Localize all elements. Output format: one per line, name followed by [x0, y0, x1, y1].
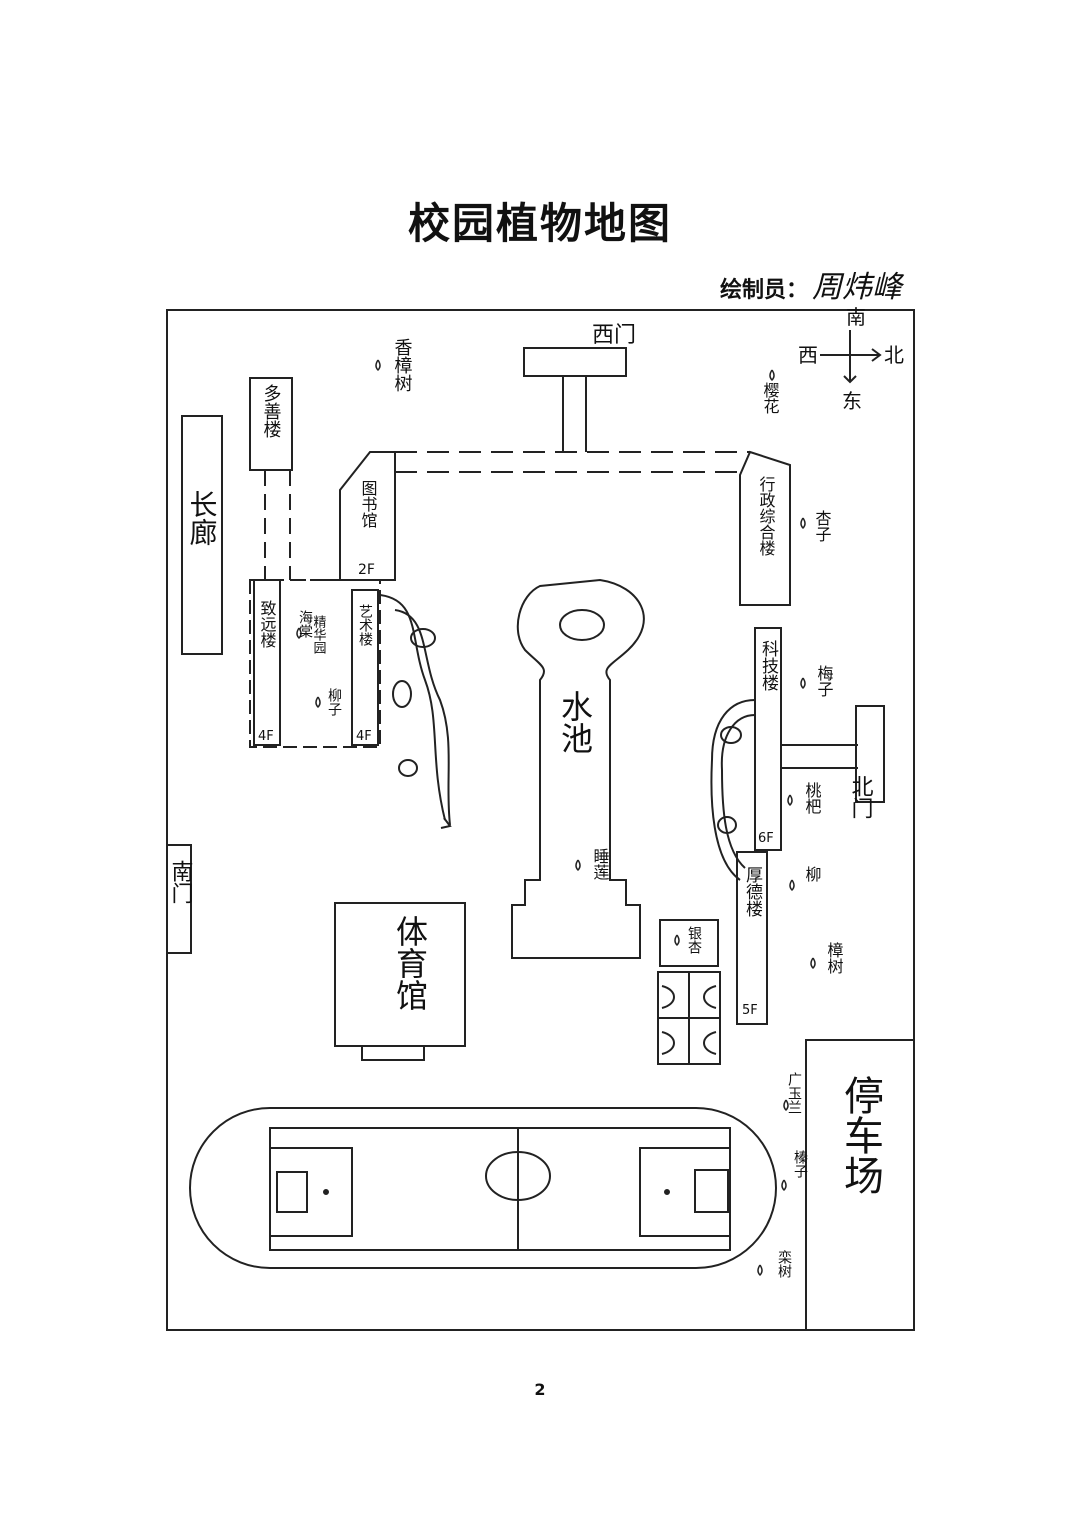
pond-outline — [511, 578, 645, 959]
west-gate-box — [523, 347, 627, 377]
corridor-dashed — [395, 451, 750, 473]
plant-label-yinxing: 银杏 — [686, 926, 702, 954]
yishu-label: 艺术楼 — [357, 604, 373, 646]
plant-label-zhangshu: 樟树 — [825, 942, 844, 975]
author-label: 绘制员： — [719, 278, 808, 303]
compass-north-label: 北 — [884, 343, 904, 367]
plant-label-shuilian: 睡莲 — [591, 848, 610, 881]
compass-east-label: 东 — [842, 389, 862, 413]
running-track — [189, 1107, 777, 1269]
plant-label-yinghua: 樱花 — [761, 382, 780, 414]
compass-south-label: 南 — [846, 305, 866, 329]
plant-label-taoba: 桃杷 — [803, 782, 822, 814]
library-floor-label: 2F — [358, 562, 375, 578]
yishu-building — [351, 589, 379, 746]
xingzheng-label: 行政综合楼 — [757, 476, 776, 556]
keji-building — [754, 627, 782, 851]
north-gate-box — [855, 705, 885, 803]
xingzheng-building — [739, 450, 791, 606]
houde-building — [736, 851, 768, 1025]
football-field — [269, 1127, 731, 1251]
library-building — [339, 451, 396, 581]
plant-label-tiezi: 榛子 — [792, 1149, 808, 1178]
duoshan-label: 多善楼 — [261, 384, 282, 438]
plant-label-haitang: 海棠 — [297, 610, 313, 638]
plant-label-chazi: 杏子 — [813, 510, 832, 542]
garden-label: 精华园 — [311, 615, 327, 654]
plant-label-meizi: 梅子 — [815, 665, 834, 697]
zhiyuan-label: 致远楼 — [258, 600, 277, 648]
keji-label: 科技楼 — [758, 640, 779, 691]
gym-label: 体育馆 — [391, 915, 429, 1011]
page-title: 校园植物地图 — [407, 199, 672, 248]
author-line: 绘制员：周炜峰 — [720, 262, 902, 306]
zhiyuan-floor-label: 4F — [258, 729, 274, 744]
parking-label: 停车场 — [837, 1075, 883, 1195]
duoshan-building — [249, 377, 293, 471]
compass-west-label: 西 — [798, 343, 818, 367]
plant-label-xiangzhang: 香樟树 — [392, 338, 413, 392]
keji-floor-label: 6F — [758, 831, 774, 846]
plant-label-yulan: 广玉兰 — [786, 1072, 802, 1114]
pond-label: 水池 — [556, 690, 594, 754]
author-name: 周炜峰 — [812, 270, 902, 305]
keji-garden-path — [710, 699, 756, 881]
houde-floor-label: 5F — [742, 1003, 758, 1018]
changlang-building — [181, 415, 223, 655]
plant-label-liuzi: 柳子 — [326, 687, 342, 716]
zhiyuan-building — [253, 579, 281, 746]
north-gate-label: 北门 — [848, 775, 874, 819]
plant-label-liu: 柳 — [803, 866, 822, 882]
changlang-label: 长廊 — [186, 490, 219, 546]
south-gate-box — [166, 844, 192, 954]
page-number: 2 — [534, 1380, 546, 1399]
yishu-floor-label: 4F — [356, 729, 372, 744]
south-gate-label: 南门 — [168, 860, 193, 904]
west-gate-label: 西门 — [592, 323, 636, 348]
parking-lot — [805, 1039, 914, 1330]
garden-path — [379, 594, 446, 821]
plant-markers — [296, 359, 816, 1277]
houde-label: 厚德楼 — [742, 866, 763, 917]
map-border — [166, 309, 915, 1331]
library-label: 图书馆 — [359, 480, 378, 528]
plant-label-lianshu: 栾树 — [776, 1249, 792, 1279]
